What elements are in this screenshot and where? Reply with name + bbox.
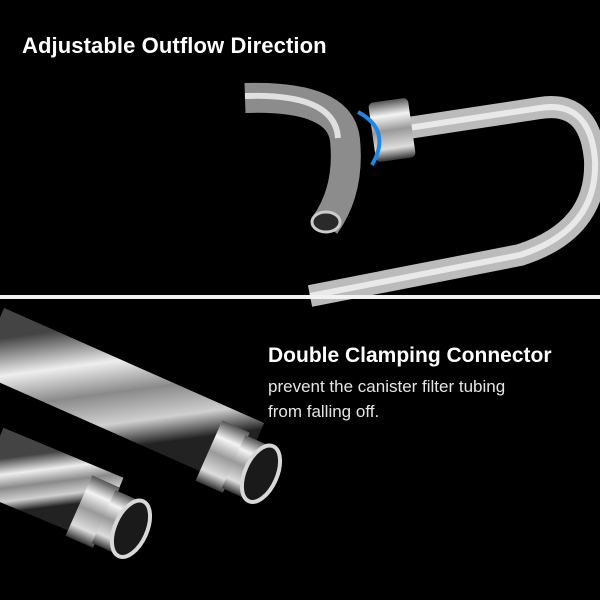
description-line-2: from falling off. <box>268 402 380 421</box>
section-divider <box>0 295 600 299</box>
bottom-description: prevent the canister filter tubing from … <box>268 374 588 424</box>
top-heading: Adjustable Outflow Direction <box>22 33 327 58</box>
connector-pipes <box>0 307 283 559</box>
rotate-arrow-icon <box>357 110 382 166</box>
outflow-pipe <box>244 82 600 307</box>
bottom-heading: Double Clamping Connector <box>268 344 552 367</box>
description-line-1: prevent the canister filter tubing <box>268 377 506 396</box>
